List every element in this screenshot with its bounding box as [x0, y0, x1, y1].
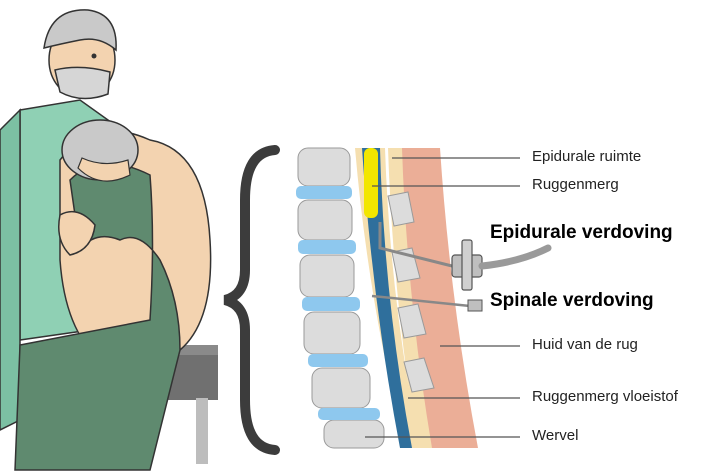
brace	[225, 150, 275, 450]
label-spinal-anesthesia: Spinale verdoving	[490, 290, 654, 312]
label-vertebra: Wervel	[532, 427, 578, 444]
label-spinal-cord: Ruggenmerg	[532, 176, 619, 193]
label-epidural-space: Epidurale ruimte	[532, 148, 641, 165]
spinal-cord-mark	[364, 148, 378, 218]
label-epidural-anesthesia: Epidurale verdoving	[490, 222, 673, 244]
label-spinal-fluid: Ruggenmerg vloeistof	[532, 388, 678, 405]
label-skin-of-back: Huid van de rug	[532, 336, 638, 353]
